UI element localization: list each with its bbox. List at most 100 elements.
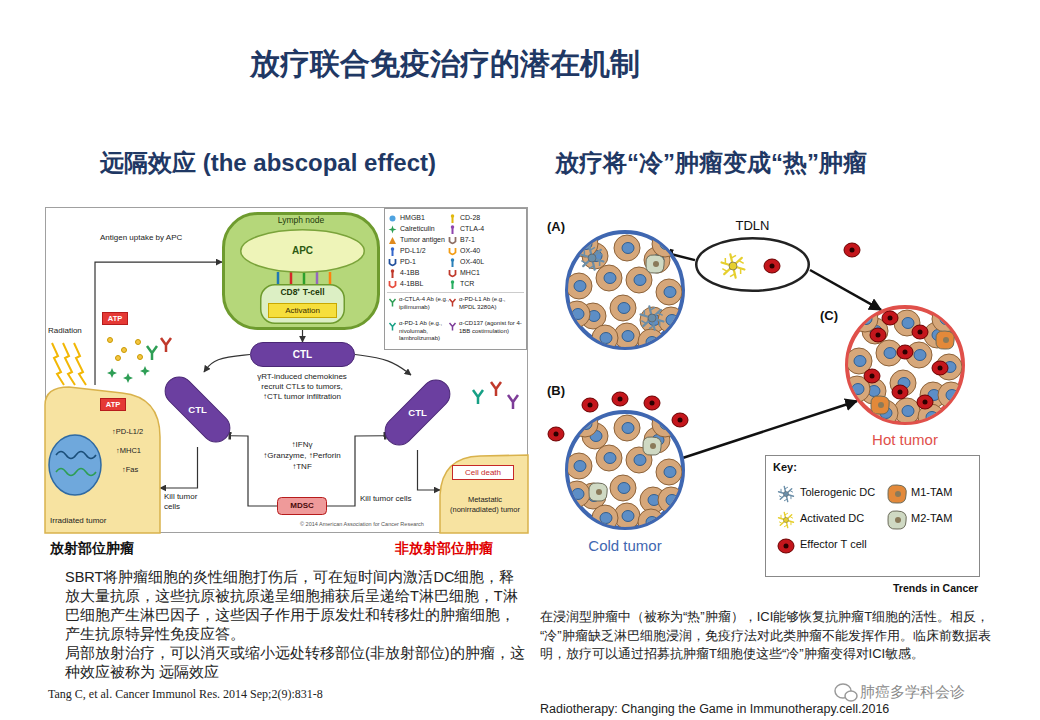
dc-body [729, 262, 737, 270]
edge-label: Kill tumor cells [164, 492, 214, 512]
node-label: Cell death [465, 468, 501, 478]
annotation: Radiation [48, 326, 82, 336]
macrophage-nucleus [895, 517, 901, 523]
legend-divider [387, 292, 524, 293]
t-cell: CD8⁺ T-cellActivation [260, 284, 345, 324]
t-cell-symbol [932, 361, 948, 375]
lymph-node: Lymph nodeAPCCD8⁺ T-cellActivation [222, 212, 380, 330]
tumor-cell-nucleus [622, 243, 634, 254]
tumor-cell-nucleus [574, 461, 586, 472]
tumor-cell-nucleus [646, 517, 658, 528]
legend-icon [390, 323, 396, 331]
annotation: γRT-induced chemokines recruit CTLs to t… [252, 372, 352, 402]
tumor-cell-nucleus [884, 348, 896, 359]
tumor-cell [932, 306, 958, 332]
node-label: CTL [408, 407, 426, 418]
dc-process [779, 522, 782, 524]
legend-sample-group [779, 512, 794, 527]
dc-process [790, 496, 791, 500]
tumor-cell [564, 481, 590, 507]
connector [95, 262, 222, 385]
legend-sample [448, 269, 457, 278]
tumor-cell-nucleus [646, 337, 658, 348]
t-cell-symbol [870, 328, 886, 342]
activation-band: Activation [268, 303, 337, 318]
cell-nucleus [49, 435, 101, 495]
tumor-cell [638, 329, 664, 355]
legend-sample-group [390, 323, 396, 331]
tumor-cell [596, 445, 622, 471]
node-outline [453, 466, 514, 480]
macrophage-symbol [888, 511, 906, 529]
tumor-cell [610, 295, 636, 321]
tumor-cell-nucleus [902, 406, 914, 417]
tumor-cell-nucleus [622, 423, 634, 434]
t-cell-nucleus [870, 374, 875, 379]
dc-body [783, 491, 788, 496]
legend-label: HMGB1 [400, 213, 446, 223]
t-cell-nucleus [898, 390, 903, 395]
legend-label: α-CD137 (agonist for 4-1BB costimulation… [459, 320, 523, 335]
tumor-cell-nucleus [666, 315, 678, 326]
tumor-cell [852, 306, 878, 332]
legend-sample [388, 225, 397, 234]
legend-icon [390, 281, 396, 287]
macrophage-symbol [643, 437, 661, 455]
t-cell-symbol [912, 325, 928, 339]
watermark-bubble [845, 691, 857, 701]
dc-body [588, 254, 596, 262]
node-shape [565, 230, 685, 350]
cell-death-box: Cell death [452, 465, 514, 480]
legend-sample [777, 537, 795, 555]
t-cell-nucleus [850, 248, 855, 253]
dc-process [740, 268, 742, 274]
legend-sample-group [450, 299, 456, 307]
t-cell-nucleus [938, 366, 943, 371]
dc-body [783, 517, 788, 522]
annotation: ↑PD-L1/2 [112, 427, 143, 436]
dc-body [648, 314, 656, 322]
legend-sample-group [389, 237, 396, 244]
tumor-cell-nucleus [660, 419, 672, 430]
legend-sample-group [391, 269, 395, 278]
legend-label: B7-1 [460, 235, 522, 245]
tumor-cell [936, 354, 962, 380]
node-outline [159, 371, 235, 447]
legend-label: CD-28 [460, 213, 522, 223]
t-cell-nucleus [903, 350, 908, 355]
legend-label: α-PD-L1 Ab (e.g., MPDL 3280A) [459, 296, 523, 311]
paragraph: SBRT将肿瘤细胞的炎性细胞打伤后，可在短时间内激活DC细胞，释放大量抗原，这些… [65, 568, 527, 644]
dc-process [599, 260, 601, 266]
antibody-symbol [147, 346, 157, 360]
connector [683, 401, 857, 458]
macrophage-symbol [871, 396, 889, 414]
atp-box: ATP [102, 312, 128, 325]
node-outline [567, 232, 683, 348]
dc-process [590, 247, 595, 250]
antibody-symbol [473, 390, 483, 404]
t-cell-nucleus [918, 330, 923, 335]
calreticulin-symbol [123, 373, 133, 383]
legend-sample [777, 511, 795, 529]
node-outline [261, 285, 345, 324]
atp-dot [136, 340, 141, 345]
connector [810, 270, 881, 310]
tumor-cell-nucleus [618, 303, 630, 314]
node-outline [440, 455, 528, 533]
mdsc-cell: MDSC [277, 497, 327, 515]
t-cell-symbol [882, 311, 898, 325]
legend-sample-group [389, 226, 397, 234]
node-label: MDSC [290, 501, 314, 511]
tumor-circle: (B)Cold tumor [565, 410, 685, 530]
t-cell-nucleus [784, 544, 789, 549]
legend-sample [388, 269, 397, 278]
ctl-bar: CTL [250, 342, 355, 367]
tumor-cell [592, 325, 618, 351]
node-label: TDLN [720, 218, 785, 234]
atp-dot [138, 355, 143, 360]
t-cell-symbol [778, 539, 794, 553]
macrophage-symbol [888, 485, 906, 503]
receptor-symbol [277, 272, 280, 286]
macrophage-nucleus [878, 402, 884, 408]
tumor-cell [572, 231, 598, 257]
